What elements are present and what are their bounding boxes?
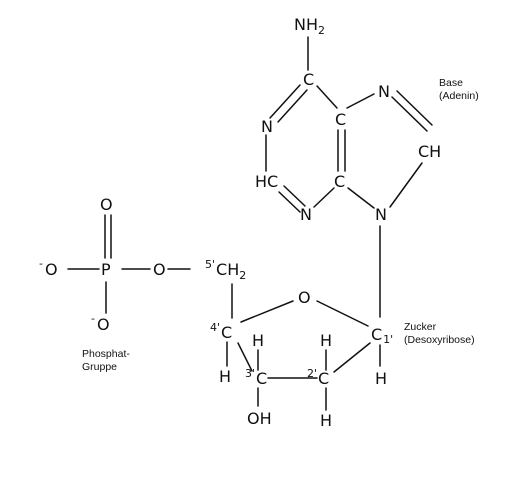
atom-n1: N xyxy=(261,117,273,136)
atom-o-minus-2: -O xyxy=(91,312,110,334)
atom-n7: N xyxy=(378,82,390,101)
atom-h2p-bottom: H xyxy=(320,411,332,430)
atom-c8: CH xyxy=(418,142,441,161)
annotations: Base (Adenin) Zucker (Desoxyribose) Phos… xyxy=(82,77,479,373)
bond-c4-n9 xyxy=(347,187,375,209)
bond-c8-n9 xyxy=(389,162,423,208)
atom-o-bridge: O xyxy=(153,260,166,279)
bond-c6-n1-b xyxy=(277,89,308,123)
label-sugar: Zucker xyxy=(404,321,437,333)
bond-c2-n3-b xyxy=(283,185,306,207)
atom-c5: C xyxy=(335,110,346,129)
bonds xyxy=(67,36,433,411)
atom-o-minus-1: -O xyxy=(39,257,58,279)
atom-n9: N xyxy=(375,205,387,224)
label-phosphate: Phosphat- xyxy=(82,348,130,360)
label-phosphate-group: Gruppe xyxy=(82,361,117,373)
bond-c2p-c1p xyxy=(333,342,371,373)
atom-o-ring: O xyxy=(298,288,311,307)
label-sugar-name: (Desoxyribose) xyxy=(404,334,475,346)
bond-c5-n7 xyxy=(346,93,375,109)
bond-n7-c8-b xyxy=(396,90,433,126)
atom-c2p: 2'C xyxy=(307,367,329,388)
atom-n6-amino: NH2 xyxy=(294,15,325,37)
atom-p: P xyxy=(101,260,111,279)
atom-c4: C xyxy=(334,172,345,191)
atom-h3p: H xyxy=(252,331,264,350)
atom-c6: C xyxy=(303,70,314,89)
bond-c6-n1-a xyxy=(269,84,301,119)
label-base-name: (Adenin) xyxy=(439,90,479,102)
bond-c2-n3-a xyxy=(278,191,301,213)
atoms: NH2 C N C N CH HC C N N -O P O O -O 5'CH… xyxy=(39,15,441,430)
atom-c5p: 5'CH2 xyxy=(205,258,246,282)
bond-c6-c5 xyxy=(316,85,338,109)
atom-c1p: C1' xyxy=(371,325,393,346)
atom-h2p-top: H xyxy=(320,331,332,350)
atom-oh: OH xyxy=(247,409,272,428)
bond-c4p-c3p xyxy=(237,342,253,372)
atom-h4p: H xyxy=(219,367,231,386)
bond-c4p-o-ring xyxy=(240,300,294,323)
atom-h1p: H xyxy=(375,369,387,388)
atom-n3: N xyxy=(300,205,312,224)
bond-n3-c4 xyxy=(313,187,335,208)
bond-o-ring-c1p xyxy=(316,300,369,327)
atom-c2: HC xyxy=(255,172,278,191)
bond-n7-c8-a xyxy=(391,96,428,132)
atom-c4p: 4'C xyxy=(210,321,232,342)
label-base: Base xyxy=(439,77,463,89)
atom-c3p: 3'C xyxy=(245,367,267,388)
atom-o-double: O xyxy=(100,195,113,214)
